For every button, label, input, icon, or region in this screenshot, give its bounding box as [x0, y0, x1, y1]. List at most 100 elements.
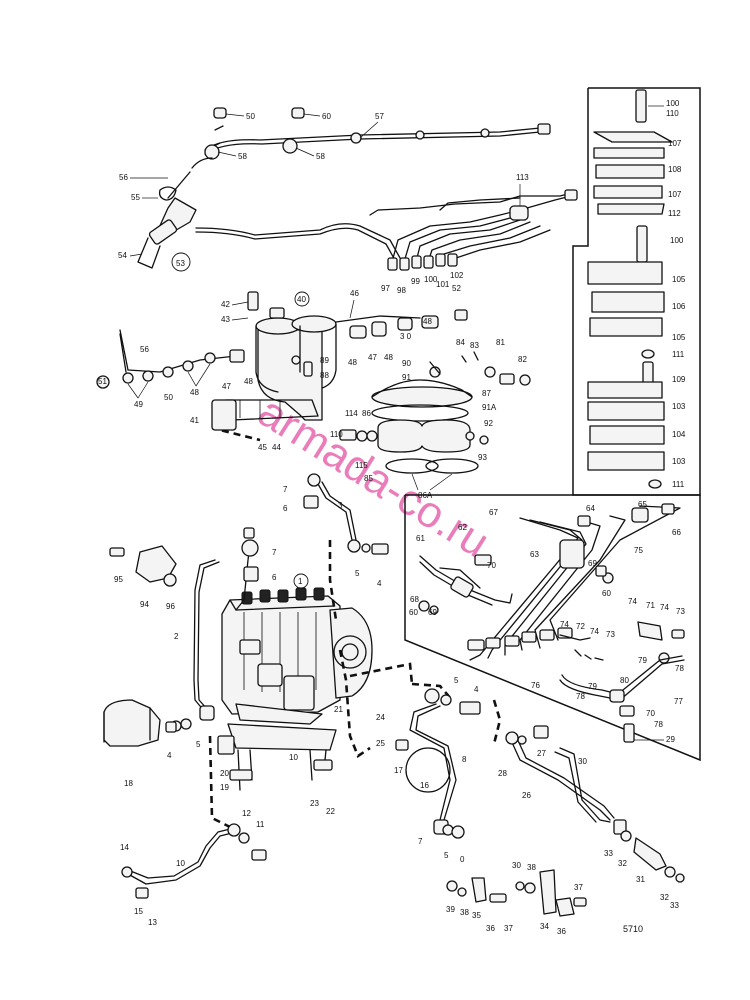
injection-pipes-upper [369, 189, 578, 271]
callout-label: 108 [668, 165, 682, 174]
callout-label: 74 [660, 603, 669, 612]
callout-label: 72 [576, 622, 585, 631]
callout-label: 74 [628, 597, 637, 606]
callout-label: 24 [376, 713, 385, 722]
detail-frame-injection-lines [404, 494, 701, 762]
callout-label: 56 [140, 345, 149, 354]
callout-label: 38 [460, 908, 469, 917]
callout-label: 17 [394, 766, 403, 775]
callout-label: 25 [376, 739, 385, 748]
callout-label: 81 [496, 338, 505, 347]
callout-label: 50 [164, 393, 173, 402]
callout-label: 63 [530, 550, 539, 559]
fuel-filter-assembly [96, 291, 468, 442]
callout-label: 71 [646, 601, 655, 610]
callout-label: 109 [672, 375, 686, 384]
callout-label: 79 [588, 682, 597, 691]
callout-label: 68 [410, 595, 419, 604]
pump-mounting-parts [103, 527, 259, 830]
callout-label: 7 [418, 837, 423, 846]
callout-label: 52 [452, 284, 461, 293]
callout-label: 57 [375, 112, 384, 121]
callout-label: 5 [444, 851, 449, 860]
callout-label: 26 [522, 791, 531, 800]
injection-pump [221, 587, 373, 791]
callout-label: 55 [131, 193, 140, 202]
callout-label: 83 [470, 341, 479, 350]
callout-label: 100 [670, 236, 684, 245]
callout-label: 105 [672, 333, 686, 342]
part-callouts: 50 60 57 58 58 56 55 54 53 113 97 98 99 … [98, 99, 686, 936]
callout-label: 36 [486, 924, 495, 933]
callout-label: 37 [504, 924, 513, 933]
callout-label: 91A [482, 403, 497, 412]
callout-label: 93 [478, 453, 487, 462]
callout-label: 5 [355, 569, 360, 578]
callout-label: 100 [424, 275, 438, 284]
callout-label: 97 [381, 284, 390, 293]
circled-label-53: 53 [176, 259, 185, 268]
callout-label: 107 [668, 190, 682, 199]
callout-label: 67 [489, 508, 498, 517]
callout-label: 42 [221, 300, 230, 309]
callout-label: 110 [330, 430, 343, 439]
callout-label: 88 [320, 371, 329, 380]
callout-label: 103 [672, 457, 686, 466]
callout-label: 3 [338, 501, 343, 510]
water-separator-parts [339, 351, 531, 474]
callout-label: 6 [283, 504, 288, 513]
callout-label: 29 [666, 735, 675, 744]
callout-label: 74 [590, 627, 599, 636]
callout-label: 60 [409, 608, 418, 617]
callout-label: 113 [516, 173, 529, 182]
callout-label: 49 [134, 400, 143, 409]
callout-label: 54 [118, 251, 127, 260]
callout-label: 7 [272, 548, 277, 557]
detail-injector-clamps [587, 89, 673, 489]
callout-label: 43 [221, 315, 230, 324]
callout-label: 38 [527, 863, 536, 872]
callout-label: 77 [674, 697, 683, 706]
callout-label: 106 [672, 302, 686, 311]
callout-label: 70 [646, 709, 655, 718]
callout-label: 44 [272, 443, 281, 452]
callout-label: 95 [114, 575, 123, 584]
callout-label: 101 [436, 280, 450, 289]
callout-label: 102 [450, 271, 464, 280]
callout-label: 103 [672, 402, 686, 411]
callout-label: 74 [560, 620, 569, 629]
lower-pipes [349, 662, 685, 883]
callout-label: 87 [482, 389, 491, 398]
feed-pipes [303, 473, 389, 758]
callout-label: 86 [362, 409, 371, 418]
callout-label: 69 [428, 608, 437, 617]
callout-label: 37 [574, 883, 583, 892]
callout-label: 47 [368, 353, 377, 362]
callout-label: 76 [531, 681, 540, 690]
callout-label: 70 [487, 561, 496, 570]
callout-label: 50 [246, 112, 255, 121]
callout-label: 80 [620, 676, 629, 685]
callout-label: 46 [350, 289, 359, 298]
callout-label: 91 [402, 373, 411, 382]
callout-label: 41 [190, 416, 199, 425]
callout-label: 33 [604, 849, 613, 858]
callout-label: 4 [167, 751, 172, 760]
callout-label: 56 [119, 173, 128, 182]
circled-label-40: 40 [297, 295, 306, 304]
callout-label: 5 [454, 676, 459, 685]
callout-label: 111 [672, 350, 685, 359]
callout-label: 12 [242, 809, 251, 818]
callout-label: 62 [458, 523, 467, 532]
callout-label: 10 [176, 859, 185, 868]
callout-label: 45 [258, 443, 267, 452]
callout-label: 60 [602, 589, 611, 598]
callout-label: 98 [397, 286, 406, 295]
callout-label: 107 [668, 139, 682, 148]
callout-label: 22 [326, 807, 335, 816]
callout-label: 58 [238, 152, 247, 161]
callout-label: 78 [654, 720, 663, 729]
callout-label: 33 [670, 901, 679, 910]
callout-label: 15 [134, 907, 143, 916]
